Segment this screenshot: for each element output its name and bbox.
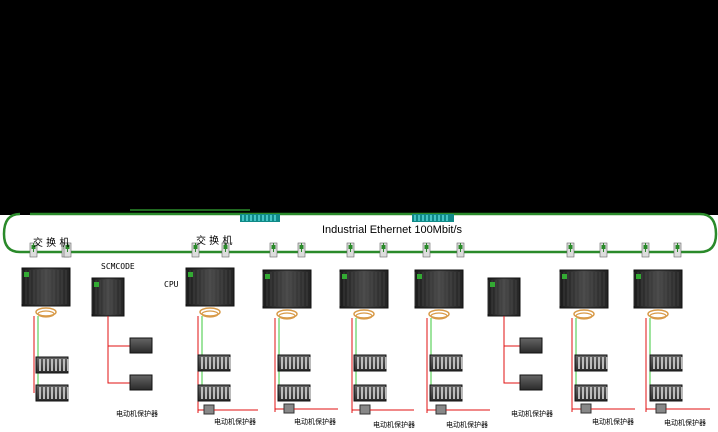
ethernet-port-icon xyxy=(566,242,575,258)
plc-rack xyxy=(185,267,235,307)
motor-protector-icon xyxy=(655,403,667,414)
io-module xyxy=(197,354,231,372)
profibus-cable-coil xyxy=(428,309,450,320)
io-module xyxy=(429,354,463,372)
io-module xyxy=(519,374,543,391)
io-module xyxy=(649,354,683,372)
ethernet-port-icon xyxy=(191,242,200,258)
plc-rack xyxy=(487,277,521,317)
profibus-cable-coil xyxy=(573,309,595,320)
motor-protector-icon xyxy=(203,404,215,415)
ethernet-port-icon xyxy=(63,242,72,258)
plc-rack xyxy=(339,269,389,309)
ethernet-port-icon xyxy=(422,242,431,258)
io-module xyxy=(574,384,608,402)
ethernet-port-icon xyxy=(379,242,388,258)
plc-rack xyxy=(262,269,312,309)
io-module xyxy=(277,354,311,372)
protector-label-1: 电动机保护器 xyxy=(116,410,158,418)
io-module xyxy=(35,356,69,374)
ethernet-port-icon xyxy=(641,242,650,258)
plc-rack xyxy=(414,269,464,309)
network-label: Industrial Ethernet 100Mbit/s xyxy=(322,224,463,236)
plc-rack xyxy=(559,269,609,309)
motor-protector-icon xyxy=(283,403,295,414)
switch-label-1: 交 换 机 xyxy=(33,238,70,249)
io-module xyxy=(429,384,463,402)
io-module xyxy=(35,384,69,402)
io-module xyxy=(277,384,311,402)
io-module xyxy=(649,384,683,402)
ethernet-ring xyxy=(2,209,718,254)
protector-label-8: 电动机保护器 xyxy=(664,419,706,427)
profibus-cable-coil xyxy=(647,309,669,320)
io-module xyxy=(353,354,387,372)
ethernet-port-icon xyxy=(29,242,38,258)
motor-protector-icon xyxy=(435,404,447,415)
protector-label-4: 电动机保护器 xyxy=(373,421,415,429)
ethernet-port-icon xyxy=(297,242,306,258)
protector-label-2: 电动机保护器 xyxy=(214,418,256,426)
io-module xyxy=(197,384,231,402)
motor-protector-icon xyxy=(580,403,592,414)
profibus-cable-coil xyxy=(35,307,57,318)
plc-rack xyxy=(21,267,71,307)
motor-protector-icon xyxy=(359,404,371,415)
profibus-cable-coil xyxy=(353,309,375,320)
profibus-cable-coil xyxy=(276,309,298,320)
protector-label-7: 电动机保护器 xyxy=(592,418,634,426)
switch-label-2: 交 换 机 xyxy=(196,236,233,247)
switch-module-right xyxy=(412,214,454,222)
plc-rack xyxy=(633,269,683,309)
cpu-label: CPU xyxy=(164,280,179,289)
ethernet-port-icon xyxy=(346,242,355,258)
profibus-cable-coil xyxy=(199,307,221,318)
protector-label-5: 电动机保护器 xyxy=(446,421,488,429)
io-module xyxy=(353,384,387,402)
plc-rack xyxy=(91,277,125,317)
io-module xyxy=(574,354,608,372)
io-module xyxy=(129,374,153,391)
protector-label-6: 电动机保护器 xyxy=(511,410,553,418)
ethernet-port-icon xyxy=(456,242,465,258)
io-module xyxy=(519,337,543,354)
protector-label-3: 电动机保护器 xyxy=(294,418,336,426)
ethernet-port-icon xyxy=(269,242,278,258)
io-module xyxy=(129,337,153,354)
switch-module-left xyxy=(240,214,280,222)
ethernet-port-icon xyxy=(673,242,682,258)
ethernet-port-icon xyxy=(599,242,608,258)
ethernet-port-icon xyxy=(221,242,230,258)
scmcode-label: SCMCODE xyxy=(101,262,135,271)
